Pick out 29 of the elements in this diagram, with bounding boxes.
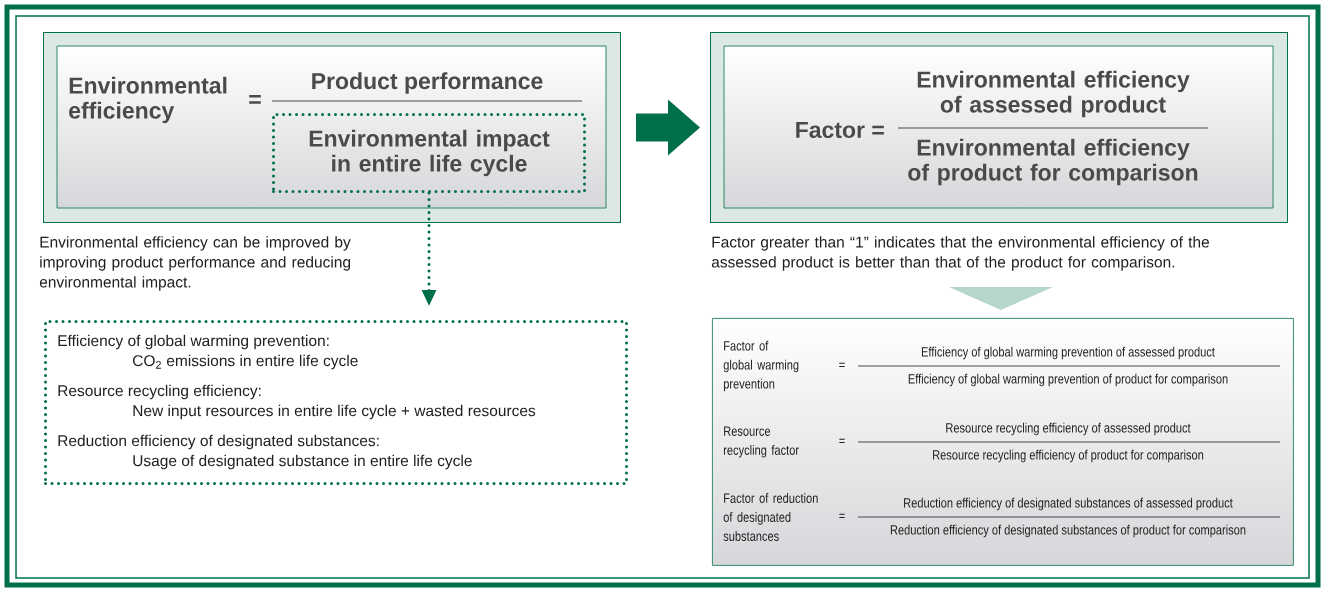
denominator-text: Reduction efficiency of designated substances of product for comparison (890, 524, 1246, 538)
denominator-text: Resource recycling efficiency of product for comparison (933, 449, 1204, 463)
equals-sign: = (249, 95, 261, 104)
equals-sign: = (839, 513, 845, 519)
numerator-text: Resource recycling efficiency of assessed product (946, 422, 1191, 436)
dotted-box: Environmental impact in entire life cycle (272, 113, 586, 193)
list-heading: Reduction efficiency of designated substances: (58, 434, 379, 450)
row-label: Resource recycling factor (723, 426, 799, 458)
formula-text: Factor = (796, 122, 884, 138)
list-heading: Resource recycling efficiency: (58, 384, 261, 400)
equals-sign: = (839, 438, 845, 444)
numerator-text: Environmental efficiency of assessed product (917, 70, 1190, 118)
block-arrow (636, 99, 700, 156)
numerator-text: Efficiency of global warming prevention of assessed product (921, 346, 1215, 360)
numerator-text: Product performance (312, 72, 543, 94)
row-label: Factor of global warming prevention (723, 340, 799, 392)
list-item: CO$_{2}$ emissions in entire life cycle (133, 354, 358, 370)
list-item: Usage of designated substance in entire life cycle (133, 454, 472, 470)
formula-text: Environmental efficiency (69, 76, 227, 124)
caption-text: Environmental efficiency can be improved by improving product performance and reducing environmental impact. (39, 236, 351, 291)
denominator-text: Environmental efficiency of product for comparison (908, 138, 1198, 186)
denominator-text: Efficiency of global warming prevention of product for comparison (908, 373, 1228, 387)
chevron-arrow (948, 287, 1053, 310)
caption-text: Factor greater than “1” indicates that the environmental efficiency of the assessed product is better than that of the product for comparison. (711, 236, 1209, 271)
list-heading: Efficiency of global warming prevention: (58, 334, 329, 350)
list-item: New input resources in entire life cycle + wasted resources (133, 404, 536, 420)
equals-sign: = (839, 362, 845, 368)
numerator-text: Reduction efficiency of designated substances of assessed product (904, 497, 1233, 511)
row-label: Factor of reduction of designated substances (723, 493, 818, 541)
